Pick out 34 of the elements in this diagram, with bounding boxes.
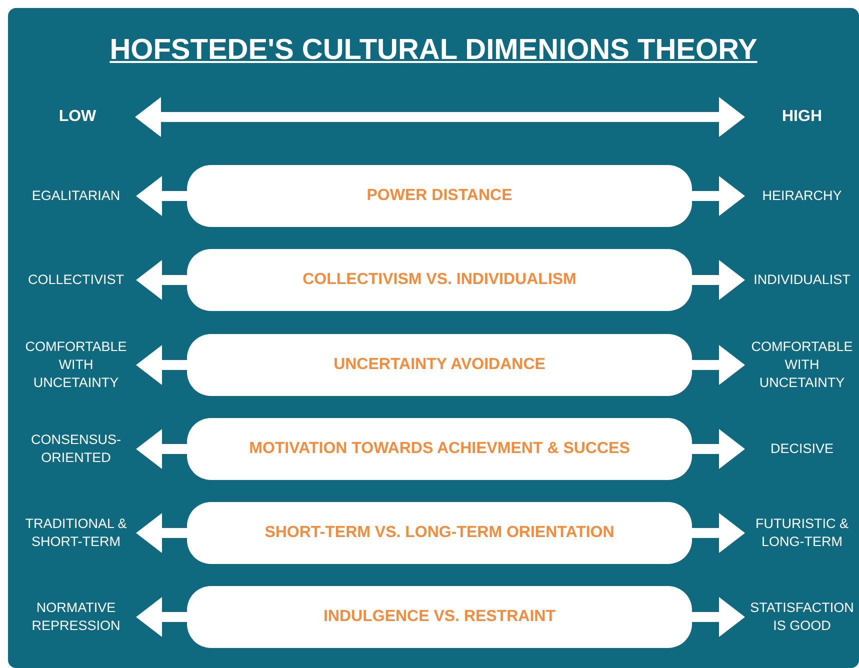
- pole-label: COMFORTABLE WITH UNCETAINTY: [24, 338, 128, 392]
- title: HOFSTEDE'S CULTURAL DIMENIONS THEORY: [108, 34, 758, 67]
- arrow: [136, 176, 187, 216]
- dimension-name: SHORT-TERM VS. LONG-TERM ORIENTATION: [264, 524, 614, 542]
- pole-label: STATISFACTION IS GOOD: [749, 599, 855, 635]
- arrow: [692, 597, 745, 637]
- pole-label: DECISIVE: [770, 440, 834, 458]
- dimension-name: POWER DISTANCE: [366, 187, 512, 205]
- dimension-name: UNCERTAINTY AVOIDANCE: [334, 356, 546, 374]
- dimension-name: COLLECTIVISM VS. INDIVIDUALISM: [302, 271, 576, 289]
- arrow: [135, 97, 745, 137]
- arrow: [136, 513, 187, 553]
- pole-label: COLLECTIVIST: [28, 271, 124, 289]
- pole-label: CONSENSUS-ORIENTED: [30, 431, 122, 467]
- pole-label: COMFORTABLE WITH UNCETAINTY: [750, 338, 854, 392]
- arrow: [136, 345, 187, 385]
- pole-label: TRADITIONAL & SHORT-TERM: [24, 515, 128, 551]
- pole-label: INDIVIDUALIST: [754, 271, 850, 289]
- scale-label: HIGH: [782, 108, 822, 126]
- pole-label: FUTURISTIC & LONG-TERM: [754, 515, 850, 551]
- arrow: [136, 597, 187, 637]
- pole-label: EGALITARIAN: [32, 187, 120, 205]
- pole-label: NORMATIVE REPRESSION: [30, 599, 122, 635]
- pole-label: HEIRARCHY: [762, 187, 842, 205]
- arrow: [692, 176, 745, 216]
- arrow: [692, 260, 745, 300]
- dimension-name: INDULGENCE VS. RESTRAINT: [323, 608, 556, 626]
- arrow: [136, 260, 187, 300]
- arrow: [692, 429, 745, 469]
- arrow: [692, 345, 745, 385]
- scale-label: LOW: [58, 108, 96, 126]
- arrow: [692, 513, 745, 553]
- dimension-name: MOTIVATION TOWARDS ACHIEVMENT & SUCCES: [249, 440, 630, 458]
- arrow: [136, 429, 187, 469]
